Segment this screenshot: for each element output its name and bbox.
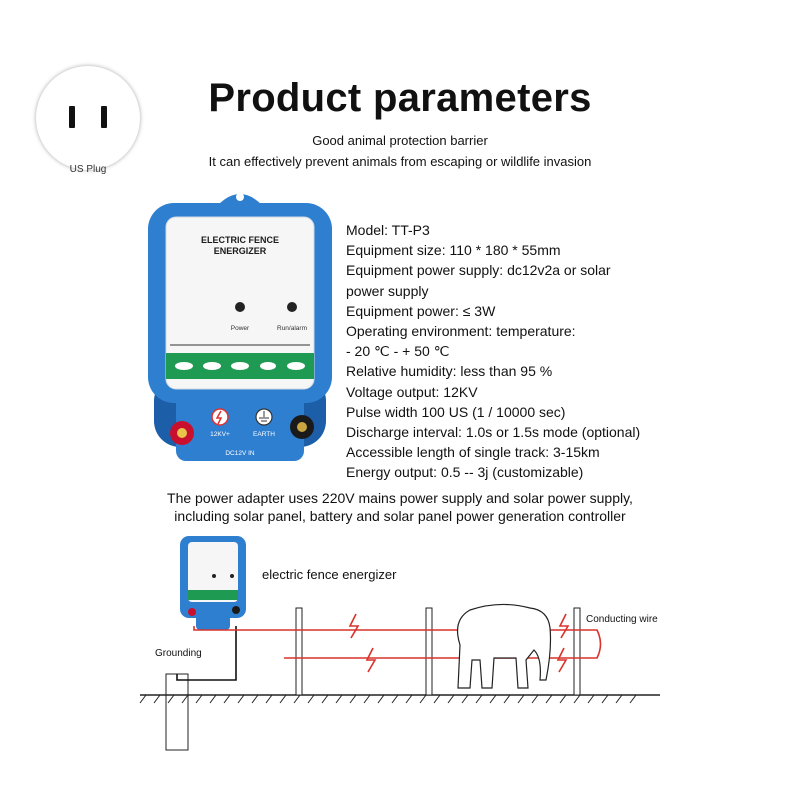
lightning-icon	[211, 408, 229, 426]
power-adapter-note: The power adapter uses 220V mains power …	[0, 489, 800, 525]
lightning-icon	[348, 613, 570, 673]
note-line-2: including solar panel, battery and solar…	[174, 508, 626, 524]
plug-caption: US Plug	[69, 164, 107, 175]
earth-terminal-label: EARTH	[253, 431, 275, 438]
spec-item: Equipment size: 110 * 180 * 55mm	[346, 242, 561, 259]
plug-slot	[101, 106, 107, 128]
spec-item: Pulse width 100 US (1 / 10000 sec)	[346, 403, 566, 420]
energizer-label: electric fence energizer	[262, 567, 397, 582]
spec-item: Equipment power supply: dc12v2a or solar	[346, 262, 611, 279]
dc-input-label: DC12V IN	[225, 450, 255, 457]
power-led-label: Power	[231, 325, 250, 332]
spec-item: Discharge interval: 1.0s or 1.5s mode (o…	[346, 424, 641, 441]
alarm-led-icon	[287, 302, 297, 312]
device-label-line-1: ELECTRIC FENCE	[201, 235, 279, 245]
us-plug-icon	[36, 66, 140, 170]
plug-slot	[69, 106, 75, 128]
spec-item: Energy output: 0.5 -- 3j (customizable)	[346, 464, 584, 481]
conducting-wire-label: Conducting wire	[586, 614, 658, 625]
device-label-line-2: ENERGIZER	[214, 246, 267, 256]
page-title: Product parameters	[208, 76, 592, 120]
spec-item: Model: TT-P3	[346, 222, 430, 238]
spec-item: power supply	[346, 282, 429, 299]
spec-item: - 20 ℃ - + 50 ℃	[346, 343, 450, 360]
hv-terminal-label: 12KV+	[210, 431, 230, 438]
spec-item: Accessible length of single track: 3-15k…	[346, 444, 600, 461]
spec-list: Model: TT-P3 Equipment size: 110 * 180 *…	[346, 220, 640, 483]
subtitle-line-2: It can effectively prevent animals from …	[208, 154, 592, 169]
subtitle-line-1: Good animal protection barrier	[312, 133, 488, 148]
alarm-led-label: Run/alarm	[277, 325, 307, 332]
note-line-1: The power adapter uses 220V mains power …	[167, 490, 633, 506]
power-led-icon	[235, 302, 245, 312]
elephant-icon	[457, 603, 552, 689]
subtitle: Good animal protection barrier It can ef…	[0, 130, 800, 172]
spec-item: Relative humidity: less than 95 %	[346, 363, 553, 380]
spec-item: Operating environment: temperature:	[346, 323, 576, 340]
energizer-device-image: ELECTRIC FENCE ENERGIZER Power Run/alarm…	[148, 193, 332, 461]
spec-item: Voltage output: 12KV	[346, 383, 478, 400]
grounding-label: Grounding	[155, 648, 202, 659]
installation-diagram	[139, 536, 660, 751]
spec-item: Equipment power: ≤ 3W	[346, 302, 496, 319]
small-energizer-icon	[180, 536, 246, 630]
